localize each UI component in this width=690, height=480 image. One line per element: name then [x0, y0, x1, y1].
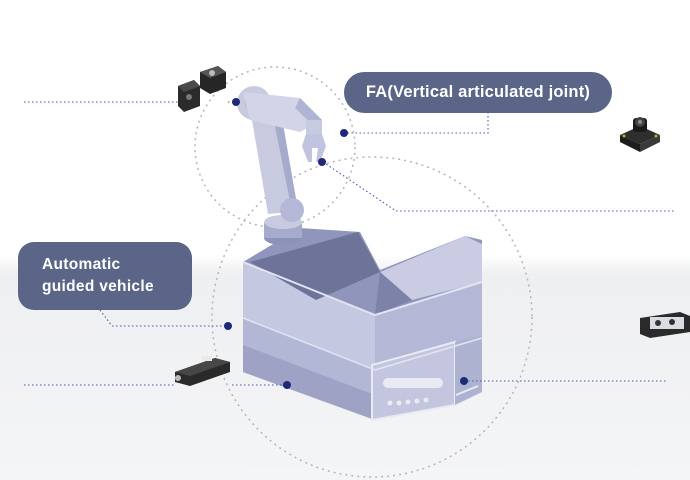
marker-dots — [224, 98, 468, 389]
agv-body — [242, 228, 483, 422]
agv-callout-label-line1: Automatic — [42, 256, 121, 273]
marker-dot — [318, 158, 326, 166]
fa-callout: FA(Vertical articulated joint) — [344, 72, 612, 113]
ranging-sensor-icon — [640, 312, 690, 338]
arm-highlight-circle — [194, 66, 356, 228]
marker-dot — [283, 381, 291, 389]
leader-lines — [24, 101, 676, 386]
reflective-sensor-icon — [178, 66, 226, 112]
robot-arm — [237, 86, 326, 245]
marker-dot — [232, 98, 240, 106]
camera-module-icon — [620, 117, 660, 152]
agv-callout: Automatic guided vehicle — [18, 242, 192, 310]
marker-dot — [340, 129, 348, 137]
agv-highlight-circle — [211, 156, 533, 478]
marker-dot — [224, 322, 232, 330]
marker-dot — [460, 377, 468, 385]
bumper-sensor-icon — [175, 356, 230, 386]
fa-callout-label: FA(Vertical articulated joint) — [365, 83, 591, 101]
agv-callout-label-line2: guided vehicle — [42, 278, 154, 295]
